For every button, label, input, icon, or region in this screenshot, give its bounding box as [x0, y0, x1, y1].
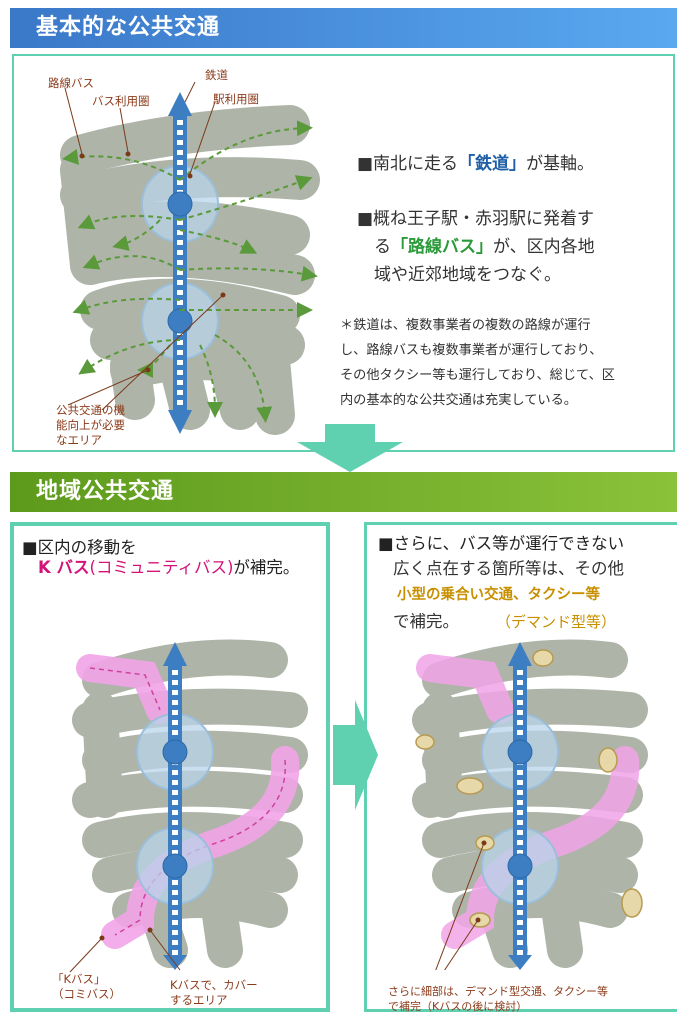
section-header-basic: 基本的な公共交通 — [10, 8, 677, 48]
label-station-area: 駅利用圏 — [213, 92, 259, 106]
demand-type: （デマンド型等） — [496, 613, 617, 631]
down-arrow-icon — [297, 424, 403, 472]
basic-transport-map — [60, 81, 320, 435]
right-arrow-icon — [333, 700, 378, 810]
label-demand: さらに細部は、デマンド型交通、タクシー等 で補完（Kバスの後に検討） — [388, 985, 608, 1013]
label-bus-area: バス利用圏 — [92, 94, 150, 108]
kbus-panel — [10, 522, 330, 1012]
demand-line3: 小型の乗合い交通、タクシー等 — [397, 587, 600, 603]
kbus-leader-lines — [69, 927, 181, 973]
kbus-line1: ■区内の移動を — [22, 538, 137, 557]
label-railway: 鉄道 — [205, 68, 228, 82]
section-header-regional: 地域公共交通 — [10, 472, 677, 512]
bullet-railway: ■南北に走る「鉄道」が基軸。 — [357, 154, 595, 174]
kbus-line2: K バス(コミュニティバス)が補完。 — [38, 558, 300, 577]
demand-map — [412, 639, 648, 970]
label-need-area: 公共交通の機 能向上が必要 なエリア — [56, 403, 125, 447]
kbus-map — [72, 639, 308, 970]
note-text: ＊鉄道は、複数事業者の複数の路線が運行 し、路線バスも複数事業者が運行しており、… — [340, 318, 615, 408]
label-kbus-cover: Kバスで、カバー するエリア — [170, 978, 258, 1007]
demand-line4: で補完。 — [393, 612, 459, 631]
bullet-route-bus: ■概ね王子駅・赤羽駅に発着す る「路線バス」が、区内各地 域や近郊地域をつなぐ。 — [357, 209, 595, 285]
demand-line1: ■さらに、バス等が運行できない — [378, 534, 625, 553]
label-route-bus: 路線バス — [48, 76, 94, 90]
railway-line — [168, 92, 192, 434]
demand-line2: 広く点在する箇所等は、その他 — [393, 559, 624, 578]
station-dot — [167, 191, 193, 334]
label-kbus: 「Kバス」 （コミバス） — [52, 972, 121, 1001]
